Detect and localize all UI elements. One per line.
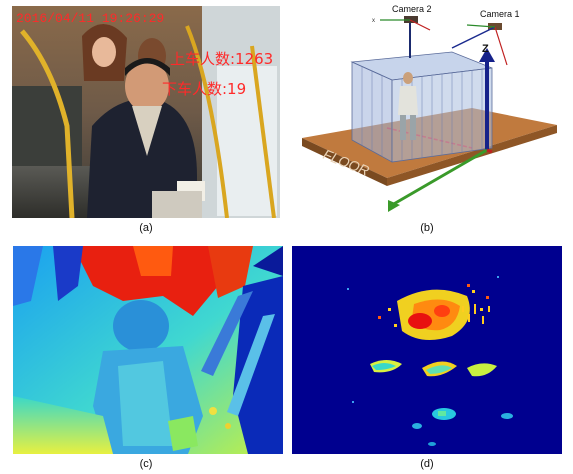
panel-c-depth-map [13,246,283,454]
boarding-count-overlay: 上车人数:1263 [170,50,273,68]
x-axis-arrow [391,148,488,207]
alighting-count-overlay: 下车人数:19 [162,80,246,98]
depth-map-image [13,246,283,454]
camera-1-label: Camera 1 [480,9,520,19]
camera-2-label: Camera 2 [392,4,432,14]
z-axis-label: Z [482,43,489,55]
caption-b: (b) [420,222,434,234]
camera-2-icon [404,16,418,23]
camera-setup-diagram: FLOOR [302,4,557,212]
foreground-depth-image [292,246,562,454]
caption-d: (d) [420,458,434,470]
svg-text:x: x [372,18,375,24]
bus-scene-illustration: 2016/04/11 19:26:29 上车人数:1263 下车人数:19 [12,6,280,218]
caption-a: (a) [139,222,153,234]
timestamp-overlay: 2016/04/11 19:26:29 [16,11,164,26]
panel-d-foreground-depth [292,246,562,454]
panel-b-camera-diagram: FLOOR [292,0,562,220]
caption-c: (c) [139,458,153,470]
panel-a-bus-photo: 2016/04/11 19:26:29 上车人数:1263 下车人数:19 [12,6,280,218]
